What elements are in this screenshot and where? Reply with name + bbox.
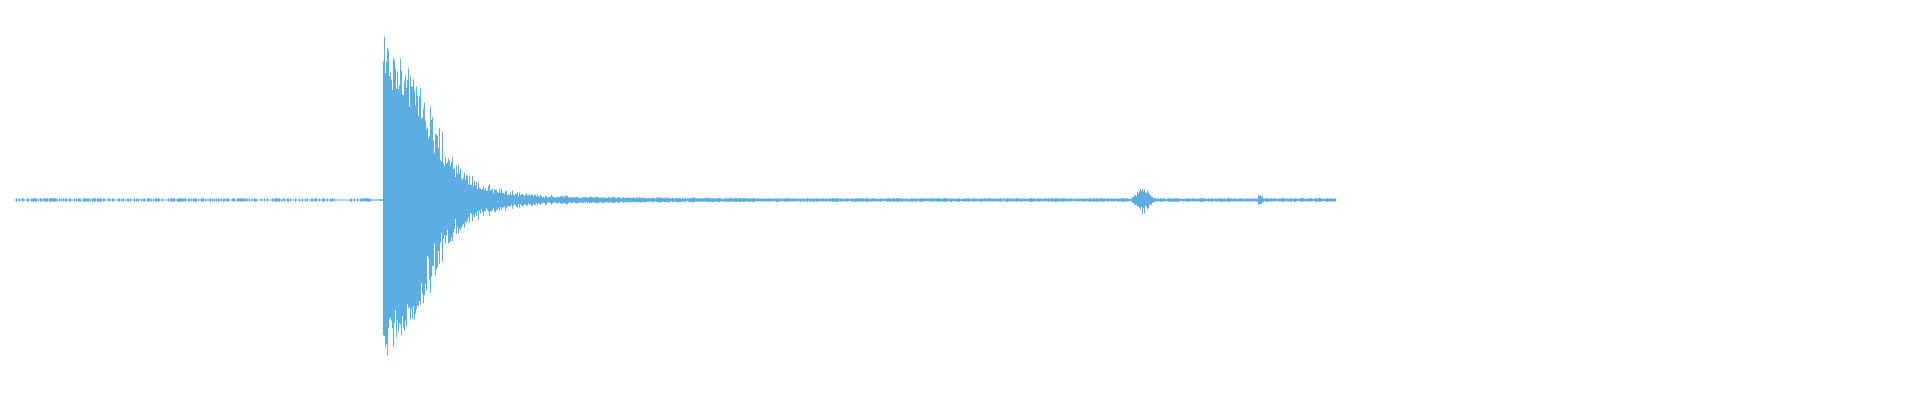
waveform-bars	[16, 36, 1336, 356]
